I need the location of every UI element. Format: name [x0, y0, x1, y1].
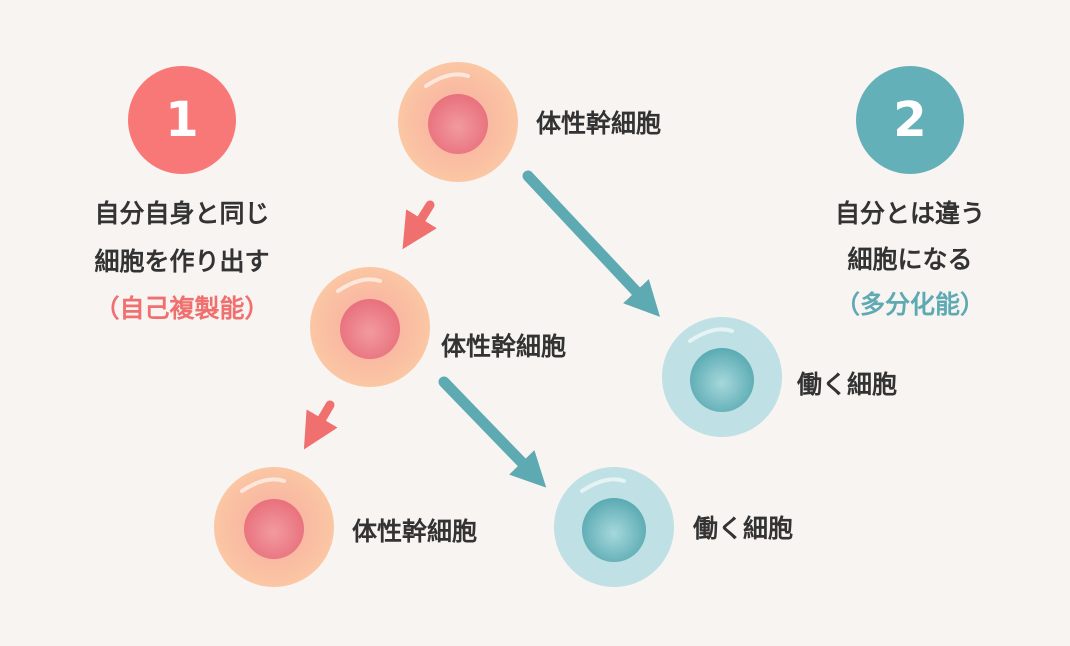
self-renew-arrow-2	[303, 400, 338, 450]
stem-cell-label-middle: 体性幹細胞	[441, 332, 567, 361]
step1-term: （自己複製能）	[94, 294, 270, 323]
step2-number: 2	[893, 92, 927, 148]
working-cell-bottom	[554, 467, 674, 587]
step1-line2: 細胞を作り出す	[94, 247, 270, 276]
stem-cell-label-top: 体性幹細胞	[536, 109, 662, 138]
step2-line1: 自分とは違う	[834, 199, 986, 228]
self-renew-arrow-1	[402, 200, 437, 250]
stem-cell-middle	[310, 267, 430, 387]
step1-line1: 自分自身と同じ	[94, 199, 270, 228]
step2-badge	[856, 66, 964, 174]
stem-cell-bottom	[214, 467, 334, 587]
step2-term: （多分化能）	[834, 290, 986, 319]
stem-cell-top	[398, 62, 518, 182]
differentiate-arrow-1	[522, 170, 661, 317]
working-cell-label-right: 働く細胞	[797, 370, 898, 399]
stem-cell-label-bottom: 体性幹細胞	[352, 517, 478, 546]
step2-line2: 細胞になる	[847, 245, 973, 274]
step1-number: 1	[165, 92, 199, 148]
step1-badge	[128, 66, 236, 174]
differentiate-arrow-2	[438, 376, 547, 488]
working-cell-label-bottom: 働く細胞	[693, 514, 794, 543]
working-cell-right	[662, 317, 782, 437]
